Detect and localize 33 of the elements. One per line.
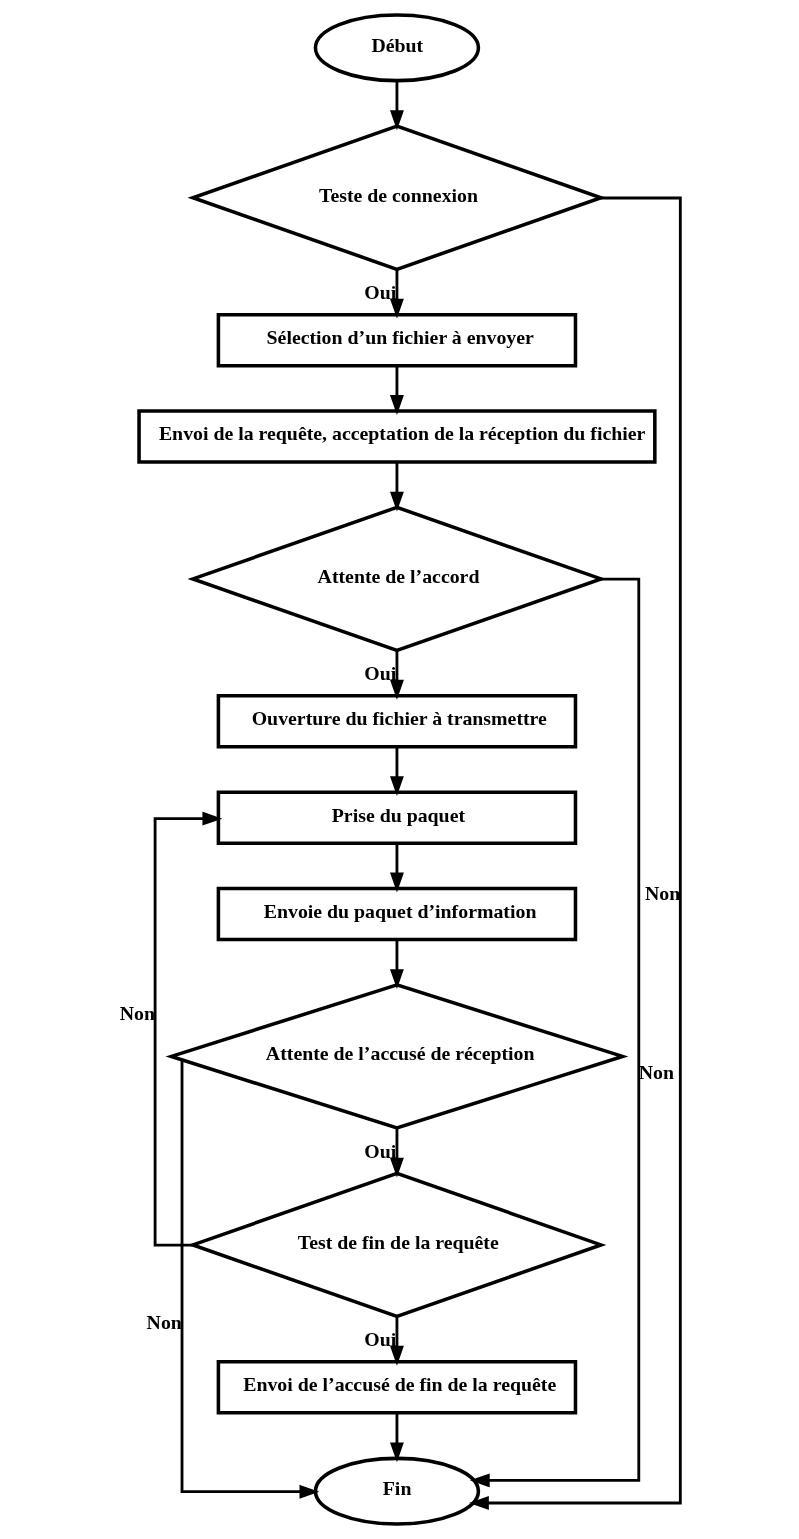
edge-label: Non — [638, 1061, 674, 1084]
node-ellipse: Fin — [313, 1456, 480, 1526]
arrow — [389, 843, 404, 893]
edge-label: Non — [146, 1310, 182, 1333]
node-box: Ouverture du fichier à transmettre — [216, 694, 577, 749]
arrow — [389, 462, 404, 512]
node-diamond: Teste de connexion — [187, 124, 606, 272]
arrow — [153, 811, 222, 1247]
node-box: Envoie du paquet d’information — [216, 886, 577, 942]
node-diamond: Attente de l’accusé de réception — [164, 983, 628, 1130]
edge-label: Non — [119, 1001, 155, 1024]
edge-label: Oui — [363, 1140, 396, 1163]
edge-label: Oui — [363, 662, 396, 685]
node-ellipse: Début — [313, 13, 480, 83]
node-box: Envoi de la requête, acceptation de la réception du fichier — [136, 409, 657, 464]
arrow — [389, 650, 404, 700]
arrow — [469, 577, 640, 1488]
node-box: Sélection d’un fichier à envoyer — [216, 312, 577, 368]
arrow — [389, 1316, 404, 1366]
arrow — [389, 366, 404, 415]
edge-label: Oui — [363, 1328, 396, 1351]
node-box: Envoi de l’accusé de fin de la requête — [216, 1360, 577, 1415]
arrow — [389, 1413, 404, 1463]
arrow — [468, 196, 682, 1510]
arrow — [180, 1060, 319, 1499]
arrow — [389, 81, 404, 131]
arrow — [389, 1128, 404, 1178]
arrow — [389, 747, 404, 797]
edge-label: Oui — [363, 281, 396, 304]
node-box: Prise du paquet — [216, 790, 577, 845]
arrow — [389, 269, 404, 319]
edge-label: Non — [644, 882, 680, 905]
arrow — [389, 940, 404, 990]
